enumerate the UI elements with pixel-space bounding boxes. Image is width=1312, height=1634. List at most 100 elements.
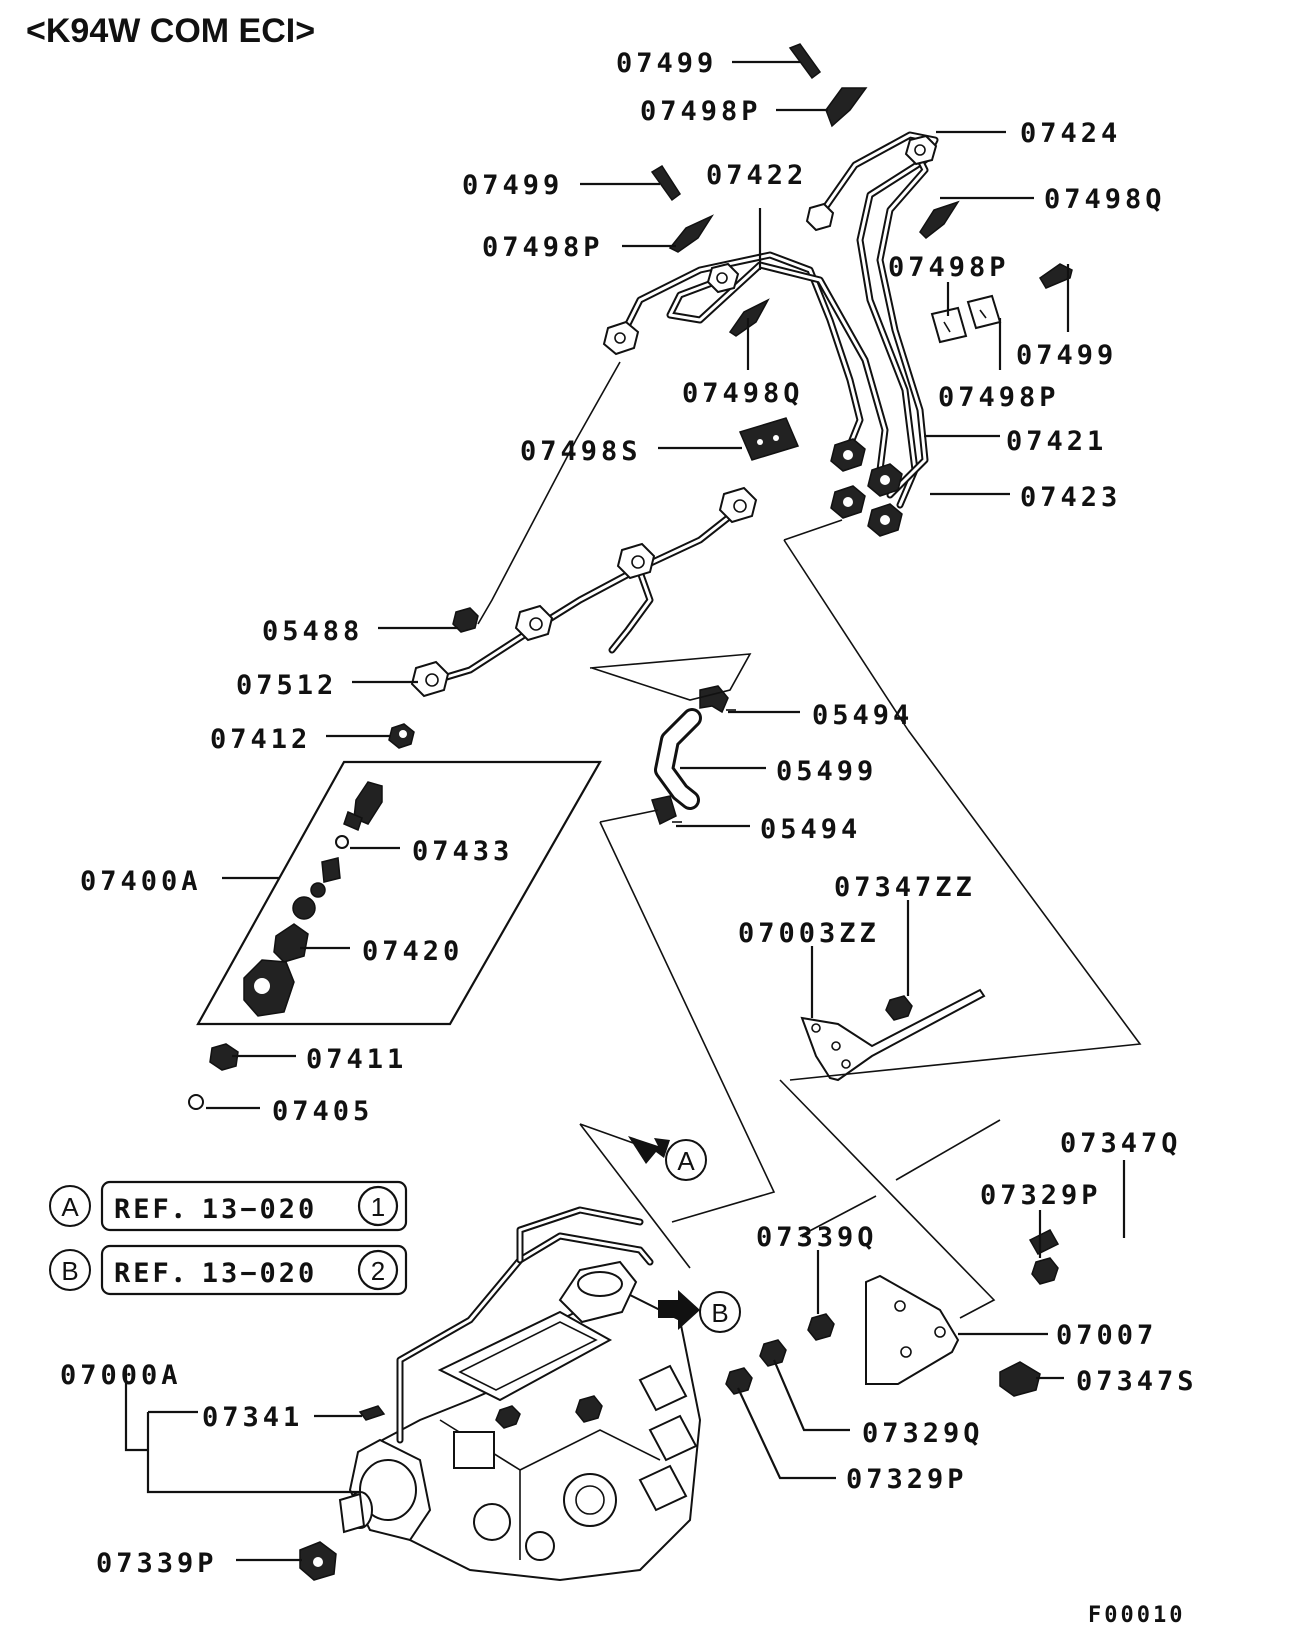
pump-nut-07339p xyxy=(299,1541,337,1581)
part-label: 07329P xyxy=(980,1180,1102,1211)
part-label: 05494 xyxy=(812,700,913,731)
part-label: 05499 xyxy=(776,756,877,787)
pipe-nut-loop xyxy=(706,262,740,294)
part-label: 05494 xyxy=(760,814,861,845)
spacer xyxy=(310,882,326,898)
nut-07329q xyxy=(759,1339,787,1367)
part-label: 07423 xyxy=(1020,482,1121,513)
bracket-07007 xyxy=(865,1274,960,1385)
bolt-07347s xyxy=(999,1361,1041,1397)
clamp-plate-top xyxy=(825,87,868,128)
callout-b-label: B xyxy=(711,1298,728,1328)
part-label: 07412 xyxy=(210,724,311,755)
return-nut-2 xyxy=(514,604,554,642)
reference-a-num-circle xyxy=(357,1185,399,1227)
part-label: 07498P xyxy=(888,252,1010,283)
pipe-nut-bottom-2 xyxy=(867,463,903,497)
clamp-bolt-left xyxy=(650,164,682,202)
woodruff-key-07341 xyxy=(358,1405,386,1421)
reference-a-box xyxy=(100,1180,408,1232)
pipe-nut-top-left xyxy=(602,320,640,356)
part-label: 07498Q xyxy=(1044,184,1166,215)
reference-b-box xyxy=(100,1244,408,1296)
part-label: 07411 xyxy=(306,1044,407,1075)
part-label: 07498P xyxy=(482,232,604,263)
part-label: 07498P xyxy=(938,382,1060,413)
reference-a[interactable]: A REF．13−020 1 xyxy=(49,1180,408,1232)
part-label: 07499 xyxy=(1016,340,1117,371)
injection-pump-07000a xyxy=(299,1206,702,1582)
clamp-bolt-top xyxy=(788,43,822,80)
part-labels: 07499 07498P 07424 07499 07422 07498Q 07… xyxy=(60,48,1198,1579)
bracket-07003zz xyxy=(800,988,986,1082)
pipe-nut-upper-mid xyxy=(805,202,835,232)
part-label: 07347ZZ xyxy=(834,872,976,903)
part-label: 07329Q xyxy=(862,1418,984,1449)
part-label: 07499 xyxy=(616,48,717,79)
o-ring-07433 xyxy=(335,835,349,849)
washer xyxy=(292,896,316,920)
clamp-plate-left xyxy=(668,214,715,253)
part-label: 07499 xyxy=(462,170,563,201)
hose-clip-bottom xyxy=(651,795,682,826)
pipe-nut-bottom-1 xyxy=(830,438,866,472)
part-label: 07007 xyxy=(1056,1320,1157,1351)
clamp-square-1 xyxy=(930,306,968,344)
part-label: 07421 xyxy=(1006,426,1107,457)
washer-07412 xyxy=(388,723,415,749)
leak-off-hose xyxy=(651,685,736,826)
reference-b[interactable]: B REF．13−020 2 xyxy=(49,1244,408,1296)
part-label: 07405 xyxy=(272,1096,373,1127)
reference-b-marker xyxy=(49,1249,91,1291)
nut-07329p-left xyxy=(725,1367,753,1395)
gasket-07411 xyxy=(209,1043,239,1071)
pipe-nut-bottom-3 xyxy=(830,485,866,519)
reference-b-num: 2 xyxy=(371,1256,385,1286)
bolt-07347zz xyxy=(885,995,913,1021)
part-label: 07498S xyxy=(520,436,642,467)
injector-kit-box xyxy=(196,760,602,1026)
part-label: 07422 xyxy=(706,160,807,191)
nut-07339q xyxy=(807,1313,835,1341)
part-label: 07339Q xyxy=(756,1222,878,1253)
part-label: 07341 xyxy=(202,1402,303,1433)
injector-nozzle xyxy=(343,781,383,832)
clamp-square-2 xyxy=(966,294,1002,330)
return-nut-small xyxy=(452,607,479,633)
part-label: 07000A xyxy=(60,1360,182,1391)
return-nut-3 xyxy=(616,542,656,580)
return-nut-1 xyxy=(410,660,450,698)
fuel-return-pipe xyxy=(388,486,758,749)
part-label: 07339P xyxy=(96,1548,218,1579)
return-nut-4 xyxy=(718,486,758,524)
pipe-nut-top-right xyxy=(904,134,938,166)
leader-lines xyxy=(124,60,1142,1562)
reference-b-num-circle xyxy=(357,1249,399,1291)
pipe-nut-bottom-4 xyxy=(867,503,903,537)
clamp-plate-right xyxy=(919,200,960,239)
reference-a-text: REF．13−020 xyxy=(114,1194,317,1225)
part-label: 07424 xyxy=(1020,118,1121,149)
callout-b: B xyxy=(658,1290,741,1333)
reference-a-num: 1 xyxy=(371,1192,385,1222)
diagram-title: <K94W COM ECI> xyxy=(26,12,315,50)
part-label: 07347Q xyxy=(1060,1128,1182,1159)
part-label: 05488 xyxy=(262,616,363,647)
part-label: 07420 xyxy=(362,936,463,967)
clamp-bolt-right xyxy=(1038,263,1073,289)
nut-07329p-right xyxy=(1031,1257,1059,1285)
part-label: 07347S xyxy=(1076,1366,1198,1397)
nozzle-nut xyxy=(243,959,295,1017)
part-label: 07498P xyxy=(640,96,762,127)
nozzle-holder-07420 xyxy=(273,923,309,963)
part-label: 07003ZZ xyxy=(738,918,880,949)
part-label: 07498Q xyxy=(682,378,804,409)
reference-a-marker-label: A xyxy=(61,1192,79,1222)
figure-code: F00010 xyxy=(1088,1603,1185,1628)
injection-pipe-assembly xyxy=(602,131,939,537)
reference-b-text: REF．13−020 xyxy=(114,1258,317,1289)
callout-a: A xyxy=(628,1136,707,1181)
washer-07405 xyxy=(188,1094,204,1110)
reference-a-marker xyxy=(49,1185,91,1227)
